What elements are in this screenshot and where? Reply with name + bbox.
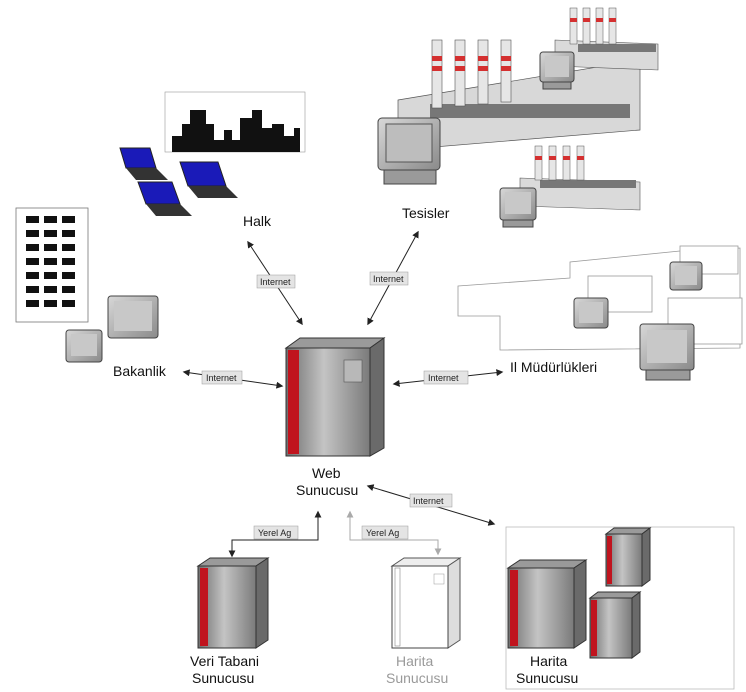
- map-server-icon-main: [506, 559, 588, 649]
- web-server-label-line1: Web: [312, 465, 341, 481]
- laptop-icon-3: [137, 181, 192, 216]
- monitor-icon-il-3: [639, 323, 695, 381]
- svg-text:Yerel Ag: Yerel Ag: [258, 528, 291, 538]
- svg-text:Yerel Ag: Yerel Ag: [366, 528, 399, 538]
- halk-group: Halk: [119, 91, 306, 229]
- bakanlik-label: Bakanlik: [113, 363, 167, 379]
- tag-internet-bakanlik: Internet: [201, 370, 243, 385]
- map-server-gray-label-line2: Sunucusu: [386, 670, 448, 686]
- tag-internet-harita: Internet: [409, 493, 453, 508]
- link-veri-tabani: [228, 510, 322, 558]
- map-server-label-line1: Harita: [530, 653, 568, 669]
- factory-icon-large: [397, 39, 641, 151]
- database-server-label-line2: Sunucusu: [192, 670, 254, 686]
- svg-text:Internet: Internet: [428, 373, 459, 383]
- web-server-label-line2: Sunucusu: [296, 482, 358, 498]
- database-server-label-line1: Veri Tabani: [190, 653, 259, 669]
- svg-text:Internet: Internet: [260, 277, 291, 287]
- il-mudurlukleri-group: Il Müdürlükleri: [457, 245, 743, 381]
- map-server-group: Harita Sunucusu: [505, 526, 735, 690]
- map-server-icon-small-1: [604, 527, 652, 587]
- map-server-gray-label-line1: Harita: [396, 653, 434, 669]
- tag-yerel-ag-right: Yerel Ag: [361, 525, 409, 540]
- il-mudurlukleri-label: Il Müdürlükleri: [510, 359, 597, 375]
- svg-text:Internet: Internet: [206, 373, 237, 383]
- office-building-icon: [15, 207, 89, 323]
- halk-label: Halk: [243, 213, 272, 229]
- laptop-icon-1: [119, 147, 168, 180]
- monitor-icon-tesis-top: [539, 51, 575, 90]
- map-server-label-line2: Sunucusu: [516, 670, 578, 686]
- svg-text:Internet: Internet: [373, 274, 404, 284]
- city-skyline-icon: [164, 91, 306, 153]
- monitor-icon-bakanlik-2: [65, 329, 103, 363]
- database-server-icon: [196, 557, 270, 649]
- factory-icon-bottom: [519, 145, 641, 211]
- monitor-icon-tesis-bottom: [499, 187, 537, 228]
- map-server-icon-small-2: [588, 591, 642, 659]
- tag-internet-halk: Internet: [256, 274, 296, 289]
- factory-icon-top: [554, 7, 659, 71]
- map-server-icon-outline: [390, 557, 462, 649]
- tesisler-label: Tesisler: [402, 205, 450, 221]
- link-harita-local: [346, 510, 442, 556]
- laptop-icon-2: [179, 161, 238, 198]
- monitor-icon-il-1: [669, 261, 703, 291]
- monitor-icon-tesis-large: [377, 117, 441, 185]
- tag-yerel-ag-left: Yerel Ag: [253, 525, 299, 540]
- tesisler-group: Tesisler: [377, 7, 659, 228]
- tag-internet-il: Internet: [423, 370, 469, 385]
- bakanlik-group: Bakanlik: [15, 207, 167, 379]
- web-server-icon: [284, 337, 386, 457]
- svg-text:Internet: Internet: [413, 496, 444, 506]
- monitor-icon-bakanlik-1: [107, 295, 159, 339]
- monitor-icon-il-2: [573, 297, 609, 329]
- tag-internet-tesisler: Internet: [369, 271, 409, 286]
